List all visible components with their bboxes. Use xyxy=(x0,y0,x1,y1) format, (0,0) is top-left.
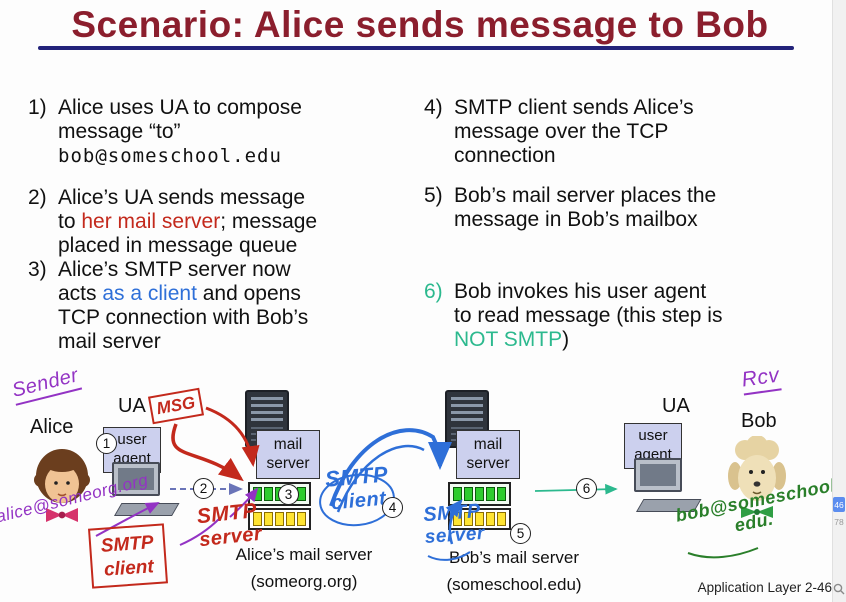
alice-server-name: Alice’s mail server xyxy=(235,545,373,564)
diagram-step-badge-2: 2 xyxy=(193,478,214,499)
step-4: 4) SMTP client sends Alice’s message ove… xyxy=(424,96,824,168)
sender-handwritten-note: Sender xyxy=(9,364,82,406)
step-1-number: 1) xyxy=(28,96,47,119)
smtp-client-red-word-smtp: SMTP xyxy=(100,532,155,557)
mailbox-icon xyxy=(475,512,484,526)
step-1-email: bob@someschool.edu xyxy=(58,145,282,167)
bob-server-name: Bob’s mail server xyxy=(448,548,580,567)
step-2-line-2: to her mail server; message xyxy=(58,210,428,234)
mailbox-icon xyxy=(264,512,273,526)
step-2-line-2c: ; message xyxy=(220,210,318,233)
smtp-server-red-handwritten: SMTP server xyxy=(196,499,264,552)
step-5-line-1: Bob’s mail server places the xyxy=(454,184,717,207)
queue-message xyxy=(486,487,495,501)
step-2-line-1: Alice’s UA sends message xyxy=(58,186,306,209)
mailbox-icon xyxy=(275,512,284,526)
computer-icon-right xyxy=(622,458,702,518)
step-6-line-2: to read message (this step is xyxy=(454,304,723,327)
step-4-line-1: SMTP client sends Alice’s xyxy=(454,96,694,119)
step-1: 1) Alice uses UA to compose message “to”… xyxy=(28,96,428,168)
diagram-step-badge-1: 1 xyxy=(96,433,117,454)
mailboxes-icon-left xyxy=(248,508,311,530)
step-5-line-2: message in Bob’s mailbox xyxy=(454,208,698,231)
smtp-client-red-word-client: client xyxy=(103,556,155,581)
queue-message xyxy=(264,487,273,501)
step-3: 3) Alice’s SMTP server now acts as a cli… xyxy=(28,258,428,354)
queue-message xyxy=(475,487,484,501)
step-4-line-3: connection xyxy=(454,144,556,167)
step-3-highlight: as a client xyxy=(102,282,197,305)
current-page-indicator[interactable]: 46 xyxy=(833,497,845,512)
step-6-highlight: NOT SMTP xyxy=(454,328,563,351)
step-2: 2) Alice’s UA sends message to her mail … xyxy=(28,186,428,258)
queue-message xyxy=(453,487,462,501)
step-6-line-1: Bob invokes his user agent xyxy=(454,280,707,303)
total-pages-indicator: 78 xyxy=(834,517,844,527)
bob-avatar xyxy=(727,435,787,523)
step-3-line-2c: and opens xyxy=(196,282,301,305)
mailbox-icon xyxy=(486,512,495,526)
red-arrow-msg-to-queue xyxy=(171,423,244,482)
bob-label: Bob xyxy=(741,410,777,432)
monitor-icon xyxy=(112,462,160,496)
step-6-number: 6) xyxy=(424,280,443,303)
zoom-icon[interactable] xyxy=(833,582,845,595)
step-2-line-2a: to xyxy=(58,210,82,233)
step-2-line-3: placed in message queue xyxy=(58,234,298,257)
mailbox-icon xyxy=(286,512,295,526)
step-6-line-3b: ) xyxy=(562,328,570,351)
diagram-step-badge-6: 6 xyxy=(576,478,597,499)
mail-server-box-right: mail server xyxy=(456,430,520,479)
step-3-line-2: acts as a client and opens xyxy=(58,282,428,306)
title-underline xyxy=(38,46,794,50)
step-3-line-1: Alice’s SMTP server now xyxy=(58,258,291,281)
step-3-line-4: mail server xyxy=(58,330,161,353)
monitor-icon xyxy=(634,458,682,492)
diagram-step-badge-5: 5 xyxy=(510,523,531,544)
step-1-line-2: message “to” xyxy=(58,120,181,143)
diagram-step-badge-3: 3 xyxy=(278,484,299,505)
keyboard-icon xyxy=(114,503,180,516)
smtp-server-blue-word-server: server xyxy=(424,522,486,549)
green-scribble-underline xyxy=(687,547,759,559)
bob-server-domain: (someschool.edu) xyxy=(446,575,582,594)
smtp-server-blue-handwritten: SMTP server xyxy=(423,500,486,549)
queue-message xyxy=(497,487,506,501)
step-3-line-2a: acts xyxy=(58,282,103,305)
mail-server-box-left: mail server xyxy=(256,430,320,479)
step-2-highlight: her mail server xyxy=(81,210,221,233)
step-3-number: 3) xyxy=(28,258,47,281)
ua-right-label: UA xyxy=(662,395,690,417)
mailbox-icon xyxy=(297,512,306,526)
step-3-line-3: TCP connection with Bob’s xyxy=(58,306,309,329)
page-title: Scenario: Alice sends message to Bob xyxy=(71,4,769,45)
step-2-number: 2) xyxy=(28,186,47,209)
msg-handwritten-note: MSG xyxy=(147,387,205,425)
alice-server-caption: Alice’s mail server (someorg.org) xyxy=(214,545,394,592)
queue-message xyxy=(464,487,473,501)
alice-avatar xyxy=(34,446,90,527)
alice-server-domain: (someorg.org) xyxy=(250,572,358,591)
mailbox-icon xyxy=(464,512,473,526)
bob-server-caption: Bob’s mail server (someschool.edu) xyxy=(424,548,604,595)
step-5: 5) Bob’s mail server places the message … xyxy=(424,184,824,232)
mailbox-icon xyxy=(497,512,506,526)
step-1-line-1: Alice uses UA to compose xyxy=(58,96,302,119)
smtp-client-red-handwritten: SMTP client xyxy=(87,523,169,589)
step-6-line-3: NOT SMTP) xyxy=(454,328,824,352)
diagram-step-badge-4: 4 xyxy=(382,497,403,518)
ua-left-label: UA xyxy=(118,395,146,417)
viewer-scroll-rail[interactable]: 46 78 xyxy=(832,0,846,602)
step-4-number: 4) xyxy=(424,96,443,119)
step-4-line-2: message over the TCP xyxy=(454,120,669,143)
step-6: 6) Bob invokes his user agent to read me… xyxy=(424,280,824,352)
slide-footer: Application Layer 2-46 xyxy=(697,580,832,595)
computer-icon-left xyxy=(100,462,180,522)
rcv-handwritten-note: Rcv xyxy=(740,363,782,396)
alice-label: Alice xyxy=(30,416,74,438)
step-5-number: 5) xyxy=(424,184,443,207)
